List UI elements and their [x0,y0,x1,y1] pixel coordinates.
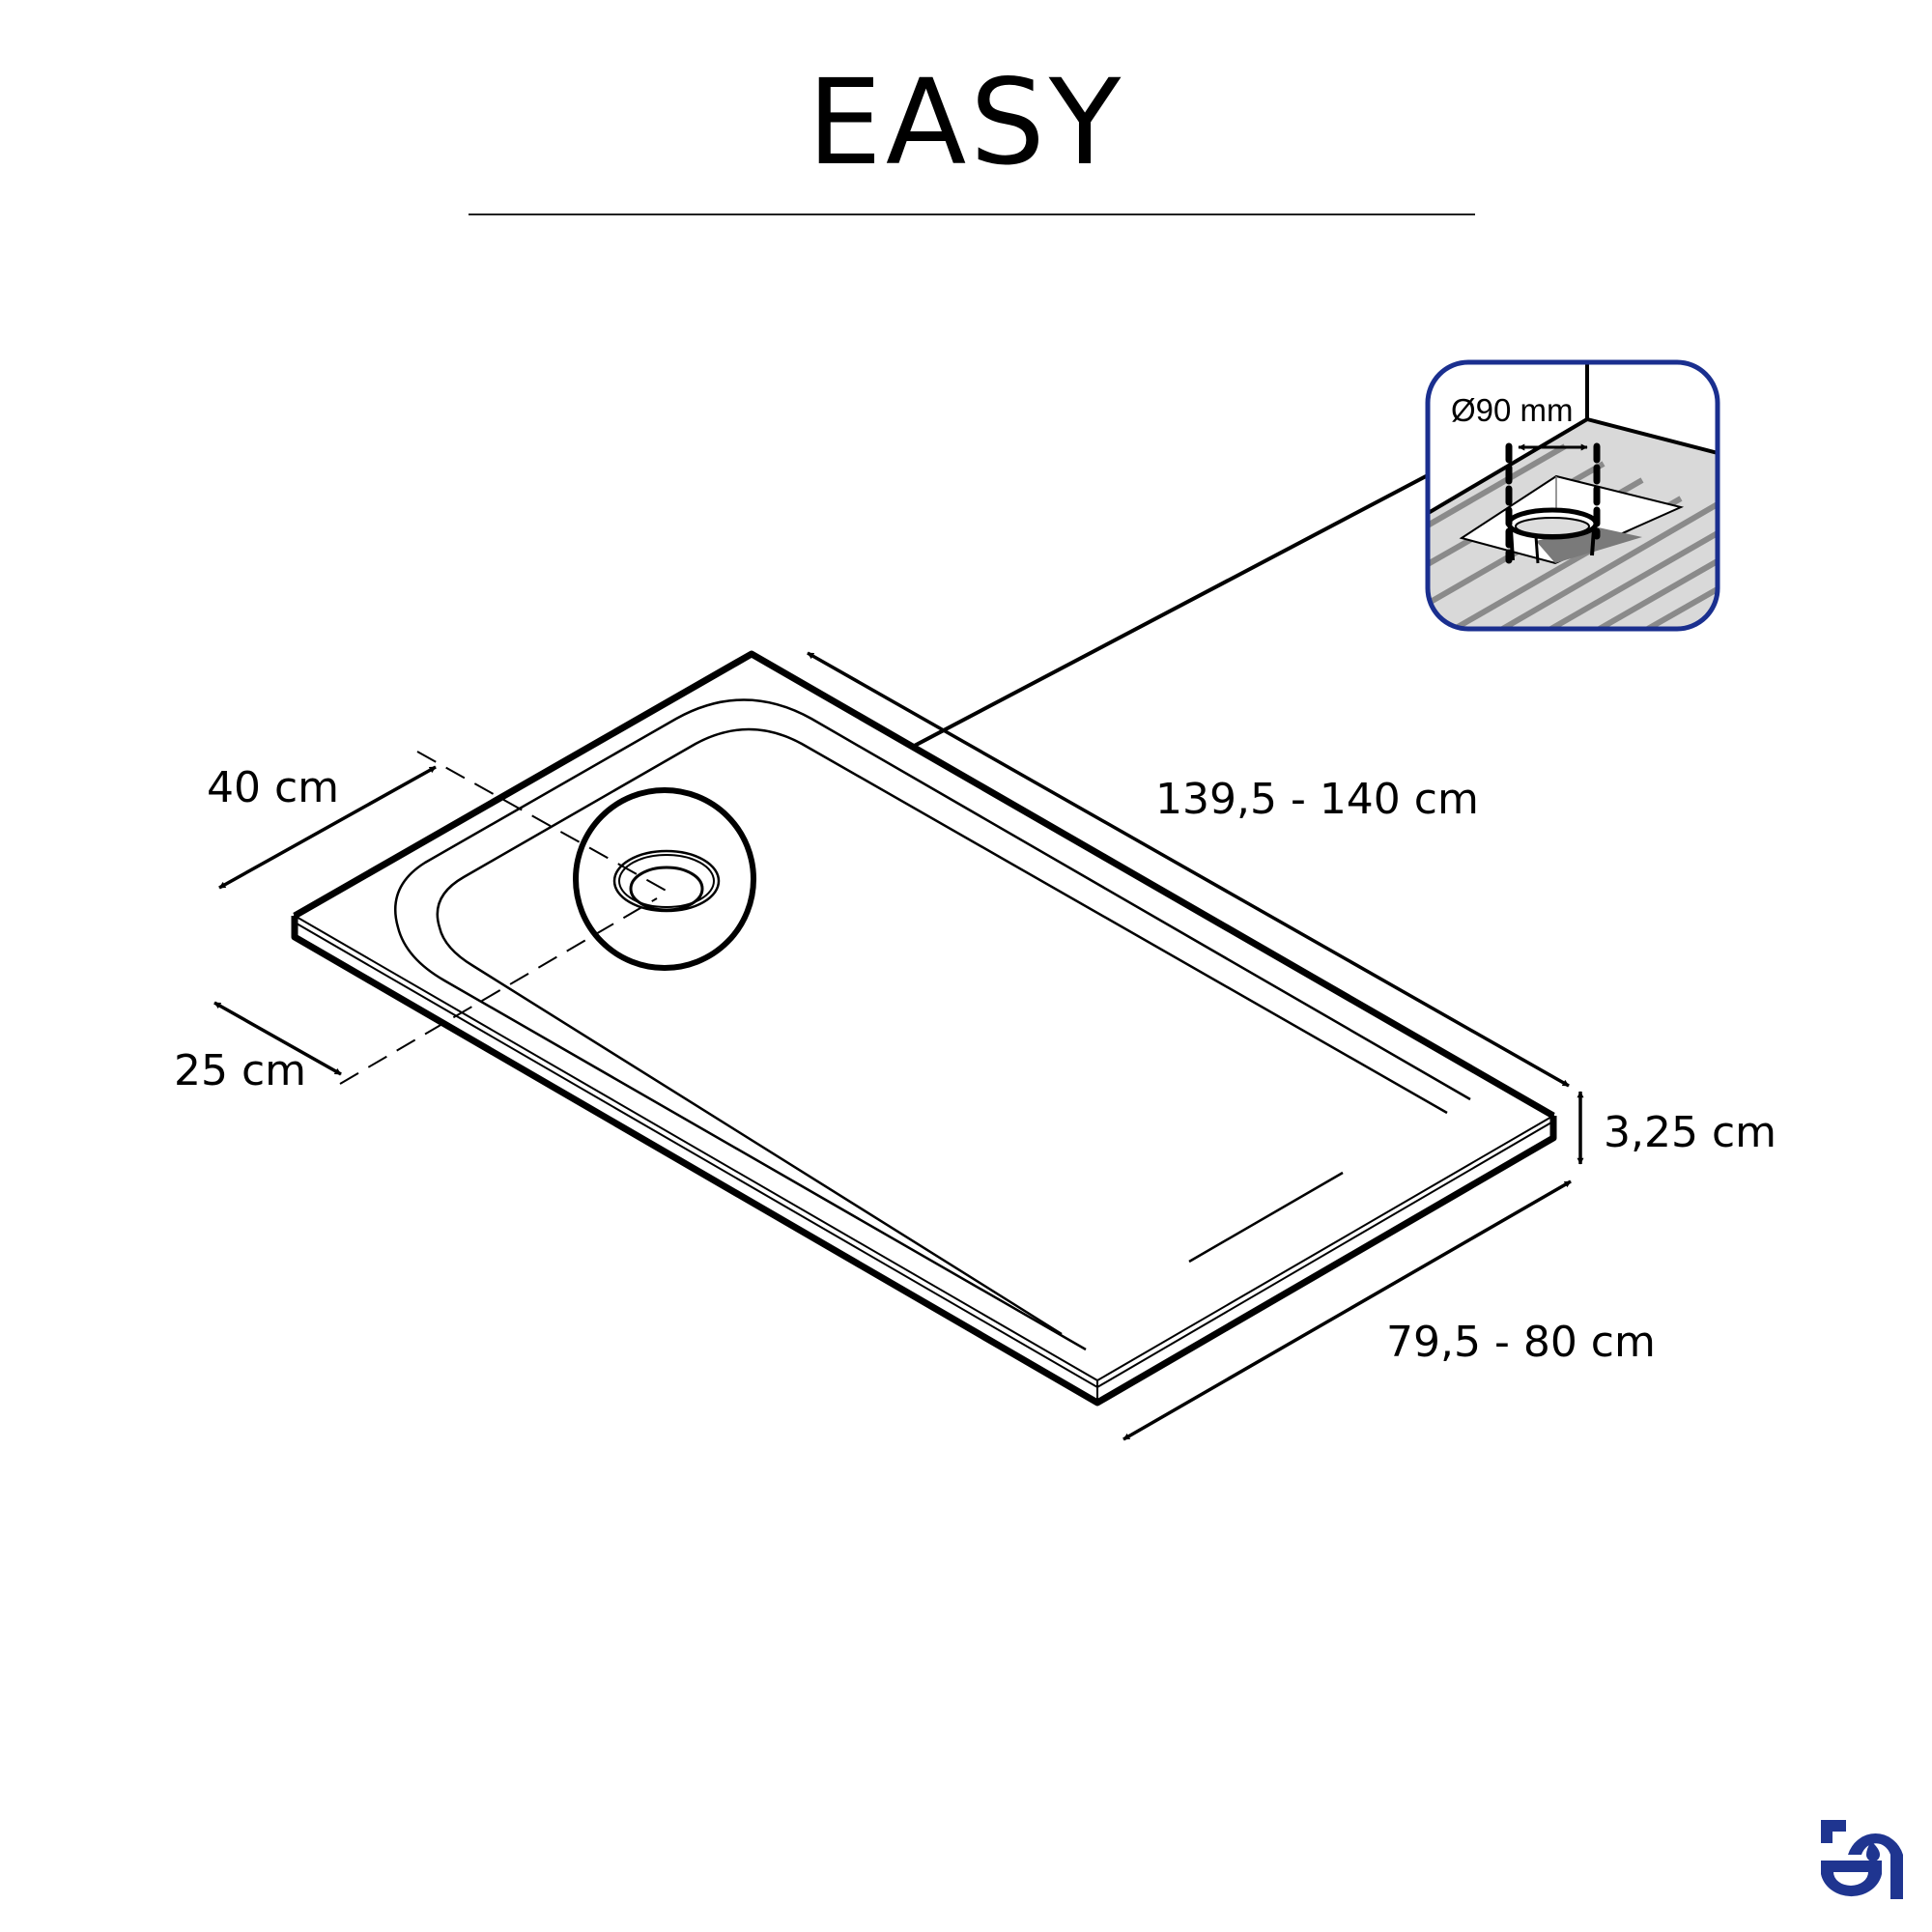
label-width: 79,5 - 80 cm [1386,1318,1656,1367]
label-diameter: Ø90 mm [1451,392,1574,428]
title-underline [469,213,1475,215]
drain-axis-line [416,751,672,895]
dim-arrow-40cm [218,765,437,890]
label-drain-end: 25 cm [174,1046,306,1095]
shower-tray [291,650,1557,1406]
label-length: 139,5 - 140 cm [1155,775,1479,824]
dim-arrow-width [1122,1179,1572,1441]
dim-arrow-length [807,651,1570,1088]
product-title: EASY [807,54,1125,191]
brand-logo-icon [1821,1820,1903,1899]
dim-arrow-25cm [213,1001,342,1076]
drain-pipe-inset: Ø90 mm [1425,359,1720,632]
drain-detail [573,787,756,971]
label-drain-side: 40 cm [207,763,339,812]
drain-axis-line [339,897,658,1085]
label-height: 3,25 cm [1604,1108,1776,1157]
